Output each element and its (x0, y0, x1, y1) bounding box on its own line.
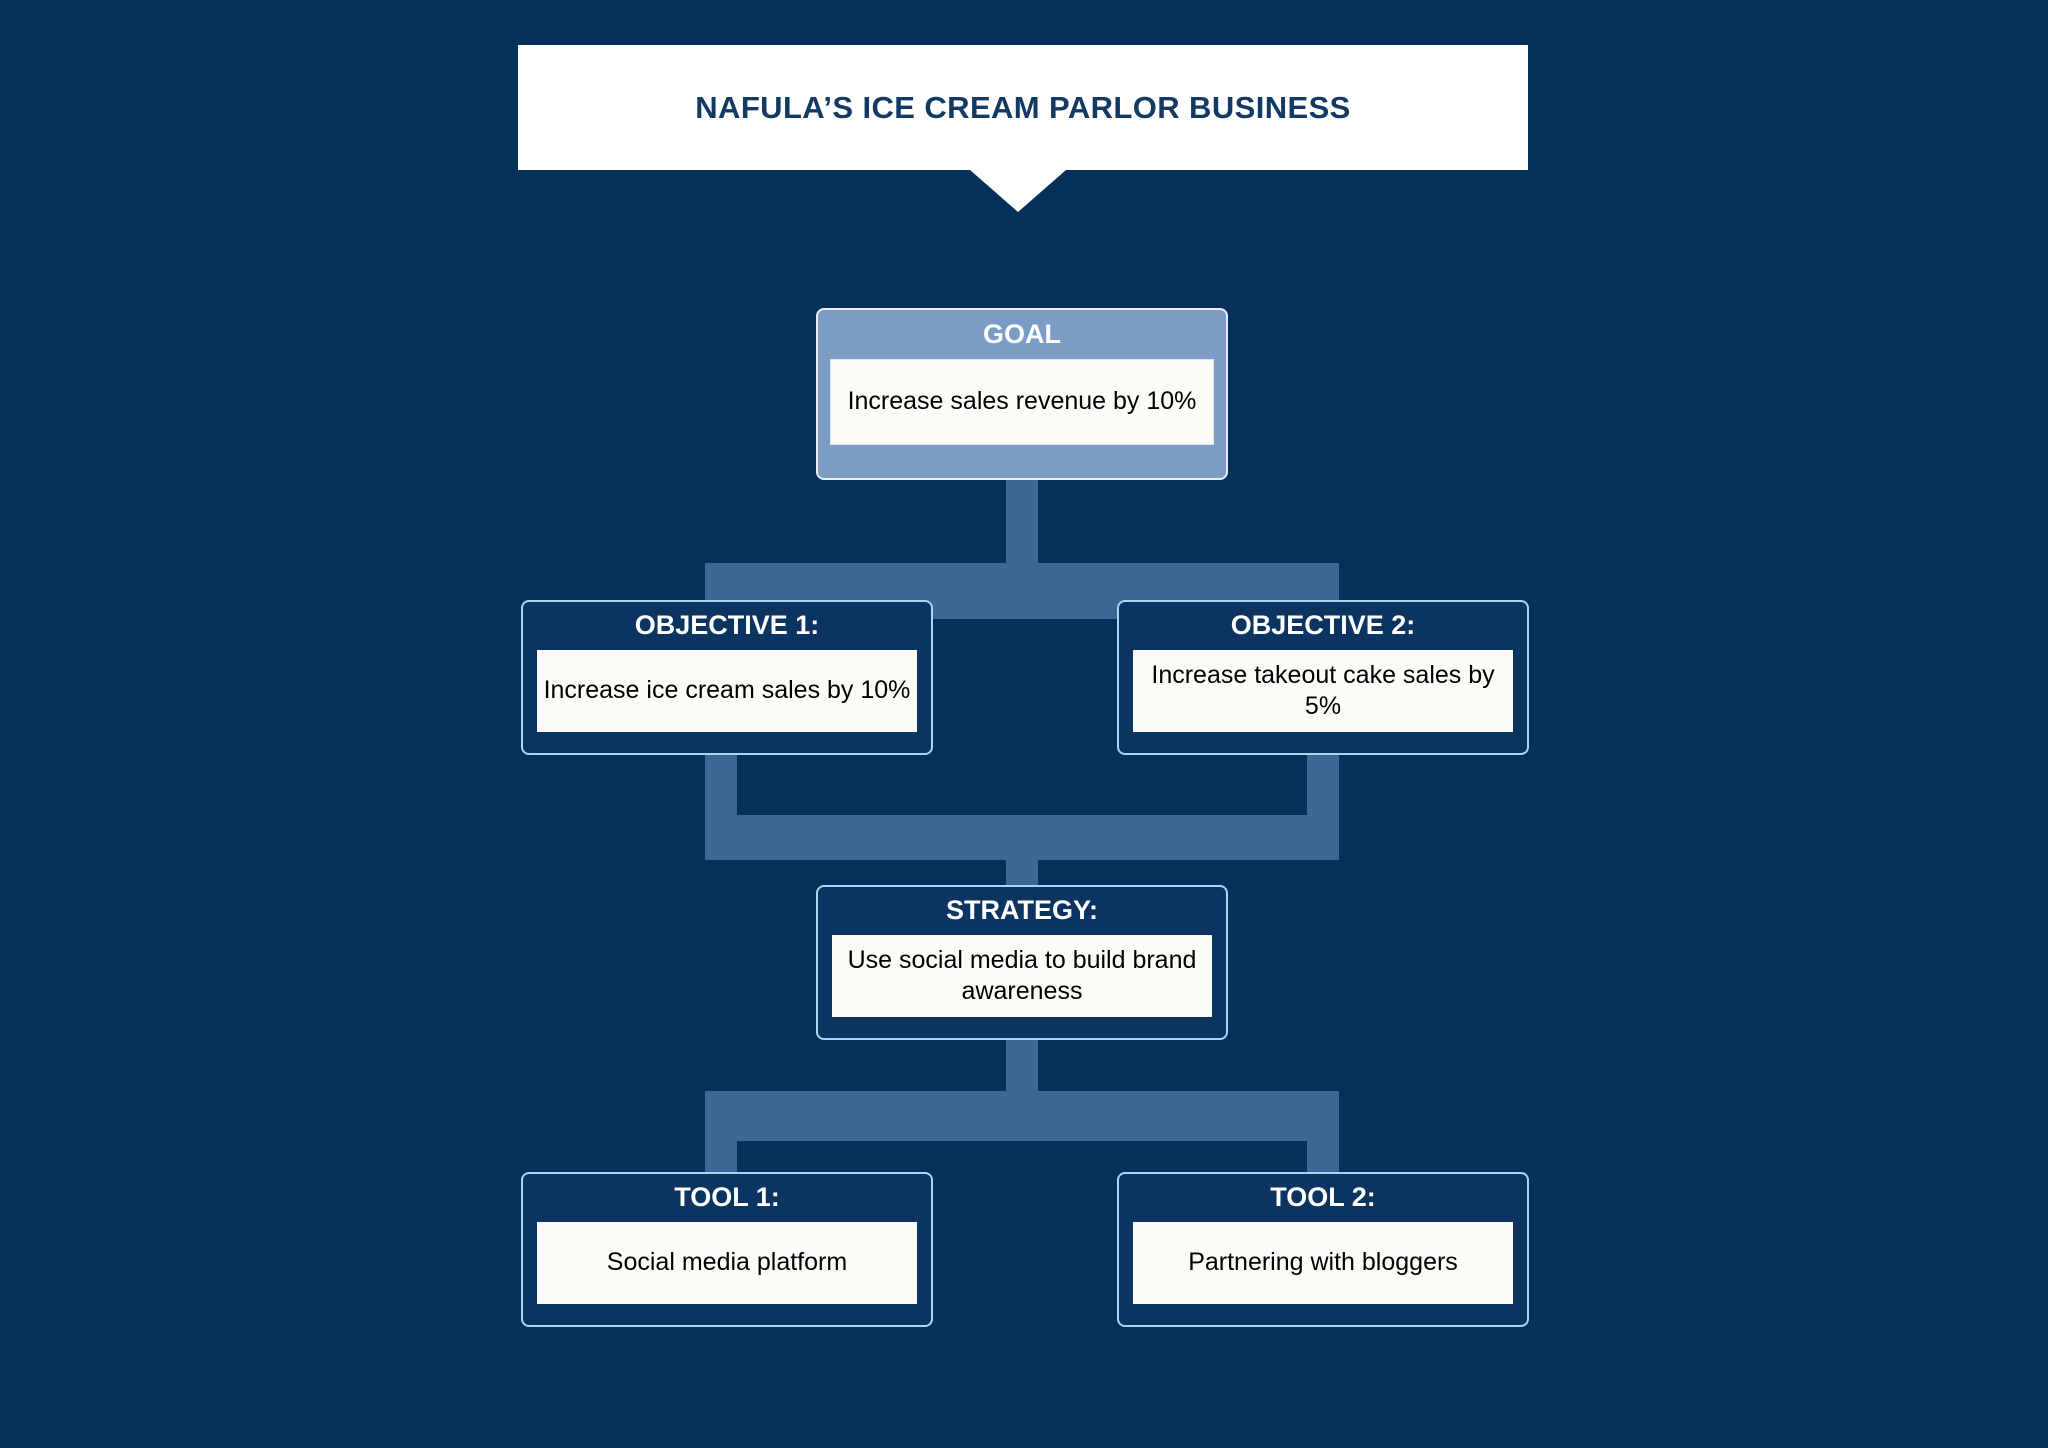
node-tool-2-title: TOOL 2: (1270, 1182, 1376, 1212)
connector-goal-stem (1006, 480, 1038, 563)
node-objective-1-body: Increase ice cream sales by 10% (537, 649, 917, 732)
connector-tools-leg-left (705, 1091, 737, 1176)
node-goal-body: Increase sales revenue by 10% (830, 358, 1214, 445)
node-tool-1[interactable]: TOOL 1: Social media platform (521, 1172, 933, 1327)
node-strategy[interactable]: STRATEGY: Use social media to build bran… (816, 885, 1228, 1040)
title-banner: NAFULA’S ICE CREAM PARLOR BUSINESS (518, 45, 1528, 170)
node-tool-2-body: Partnering with bloggers (1133, 1221, 1513, 1304)
node-strategy-title: STRATEGY: (946, 895, 1098, 925)
node-objective-1-title: OBJECTIVE 1: (634, 610, 820, 640)
node-goal[interactable]: GOAL Increase sales revenue by 10% (816, 308, 1228, 480)
node-tool-1-body: Social media platform (537, 1221, 917, 1304)
connector-tools-crossbar (705, 1091, 1339, 1141)
banner-pointer-triangle (970, 170, 1066, 212)
node-objective-2-title: OBJECTIVE 2: (1230, 610, 1416, 640)
connector-strategy-stem (1006, 815, 1038, 887)
connector-tools-leg-right (1307, 1091, 1339, 1176)
node-tool-2[interactable]: TOOL 2: Partnering with bloggers (1117, 1172, 1529, 1327)
node-strategy-body: Use social media to build brand awarenes… (832, 934, 1212, 1017)
node-objective-1[interactable]: OBJECTIVE 1: Increase ice cream sales by… (521, 600, 933, 755)
node-tool-1-title: TOOL 1: (674, 1182, 780, 1212)
node-goal-title: GOAL (983, 319, 1061, 349)
node-objective-2-body: Increase takeout cake sales by 5% (1133, 649, 1513, 732)
page-title: NAFULA’S ICE CREAM PARLOR BUSINESS (695, 89, 1351, 125)
node-objective-2[interactable]: OBJECTIVE 2: Increase takeout cake sales… (1117, 600, 1529, 755)
